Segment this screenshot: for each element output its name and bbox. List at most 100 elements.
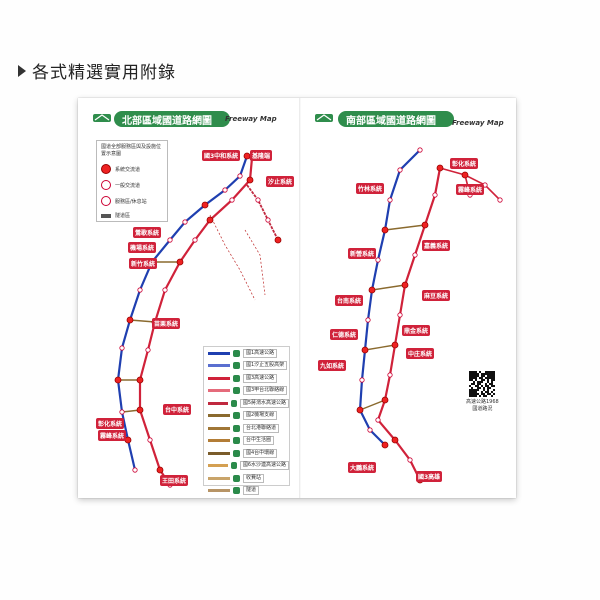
legend-row: 一般交流道 (97, 177, 167, 193)
freeway-shield-icon (233, 412, 240, 420)
hub-label: 麻豆系統 (422, 290, 451, 301)
road-legend-label: 國1高速公路 (243, 348, 278, 358)
system-interchange-marker (361, 346, 369, 354)
freeway-shield-icon (233, 449, 240, 457)
north-inset-line (244, 229, 266, 296)
freeway-logo-icon (93, 114, 111, 122)
road-line-swatch (208, 401, 228, 405)
system-interchange-marker (156, 466, 164, 474)
road-legend-item: 隧道 (204, 485, 289, 498)
legend-row: 系統交流道 (97, 161, 167, 177)
south-interchange-markers (356, 147, 503, 484)
hub-label: 汐止系統 (266, 176, 295, 187)
south-map-subtitle: Freeway Map (452, 119, 504, 127)
road-legend-item: 國2機場支線 (204, 410, 289, 423)
hub-label: 嘉義系統 (422, 240, 451, 251)
legend-heading: 國道全部服務區與及設施位置示意圖 (101, 144, 162, 157)
sheet-fold (299, 98, 301, 498)
interchange-marker (182, 219, 188, 225)
system-interchange-marker (274, 236, 282, 244)
road-legend-label: 國6水沙連高速公路 (239, 461, 289, 471)
system-interchange-marker (391, 436, 399, 444)
road-legend-label: 隧道 (243, 486, 260, 496)
hub-label: 鼎金系統 (402, 325, 431, 336)
interchange-marker (359, 377, 365, 383)
road-line-swatch (208, 451, 230, 455)
interchange-marker (397, 312, 403, 318)
road-line-swatch (208, 351, 230, 355)
interchange-marker (387, 372, 393, 378)
qr-caption: 高速公路1968 國道路況 (466, 399, 499, 412)
interchange-marker (407, 457, 413, 463)
north-freeway-1-line (116, 155, 249, 471)
road-legend-label: 國5蔣渭水高速公路 (239, 398, 289, 408)
hub-label: 新竹系統 (129, 258, 158, 269)
page-header: 各式精選實用附錄 (18, 58, 176, 83)
hub-label: 鶯歌系統 (133, 227, 162, 238)
road-legend-item: 國1汐止五股高架 (204, 360, 289, 373)
system-interchange-marker (136, 406, 144, 414)
hub-label: 機場系統 (128, 242, 157, 253)
system-interchange-marker (136, 376, 144, 384)
north-inset-line (209, 214, 256, 301)
hub-label: 台南系統 (335, 295, 364, 306)
road-line-swatch (208, 489, 230, 493)
interchange-marker (375, 417, 381, 423)
interchange-marker (412, 252, 418, 258)
interchange-icon (101, 180, 111, 190)
system-interchange-marker (356, 406, 364, 414)
system-interchange-marker (201, 201, 209, 209)
interchange-marker (222, 187, 228, 193)
hub-label: 苗栗系統 (152, 318, 181, 329)
qr-code-icon[interactable] (469, 371, 495, 397)
freeway-shield-icon (230, 462, 237, 470)
system-interchange-icon (101, 164, 111, 174)
hub-label: 仁德系統 (330, 329, 359, 340)
road-legend-label: 國3高速公路 (243, 373, 278, 383)
south-map-title: 南部區域國道路網圖 (338, 111, 454, 127)
road-legend-item: 國1高速公路 (204, 347, 289, 360)
freeway-shield-icon (233, 474, 240, 482)
road-type-legend: 國1高速公路國1汐止五股高架國3高速公路國3甲台北聯絡線國5蔣渭水高速公路國2機… (203, 346, 290, 496)
road-legend-label: 台中生活圈 (243, 436, 275, 446)
road-legend-label: 國3甲台北聯絡線 (243, 386, 288, 396)
freeway-shield-icon (233, 487, 240, 495)
legend-label: 隧道區 (115, 213, 131, 219)
interchange-marker (132, 467, 138, 473)
interchange-marker (375, 257, 381, 263)
hub-label: 大鵬系統 (348, 462, 377, 473)
hub-label: 國3高雄 (416, 471, 443, 482)
north-map-subtitle: Freeway Map (225, 115, 277, 123)
road-line-swatch (208, 426, 230, 430)
legend-label: 一般交流道 (115, 182, 141, 189)
freeway-shield-icon (233, 424, 240, 432)
freeway-shield-icon (233, 387, 240, 395)
hub-label: 彰化系統 (450, 158, 479, 169)
hub-label: 台中系統 (163, 404, 192, 415)
road-legend-item: 國3甲台北聯絡線 (204, 385, 289, 398)
road-line-swatch (208, 464, 228, 468)
interchange-marker (147, 437, 153, 443)
interchange-marker (237, 173, 243, 179)
freeway-shield-icon (230, 399, 237, 407)
interchange-marker (367, 427, 373, 433)
road-line-swatch (208, 364, 230, 368)
system-interchange-marker (381, 441, 389, 449)
freeway-shield-icon (233, 437, 240, 445)
south-freeway-1-line (358, 149, 421, 446)
road-line-swatch (208, 414, 230, 418)
system-interchange-marker (381, 226, 389, 234)
interchange-marker (365, 317, 371, 323)
interchange-marker (137, 287, 143, 293)
hub-label: 國3中和系統 (202, 150, 241, 161)
road-legend-item: 國6水沙連高速公路 (204, 460, 289, 473)
interchange-marker (145, 347, 151, 353)
service-area-icon (101, 196, 111, 206)
road-legend-label: 國4台中環線 (243, 448, 278, 458)
road-legend-item: 台北港聯絡道 (204, 422, 289, 435)
freeway-shield-icon (233, 374, 240, 382)
interchange-marker (255, 197, 261, 203)
system-interchange-marker (381, 396, 389, 404)
north-freeway-3-line (138, 157, 254, 486)
system-interchange-marker (461, 171, 469, 179)
